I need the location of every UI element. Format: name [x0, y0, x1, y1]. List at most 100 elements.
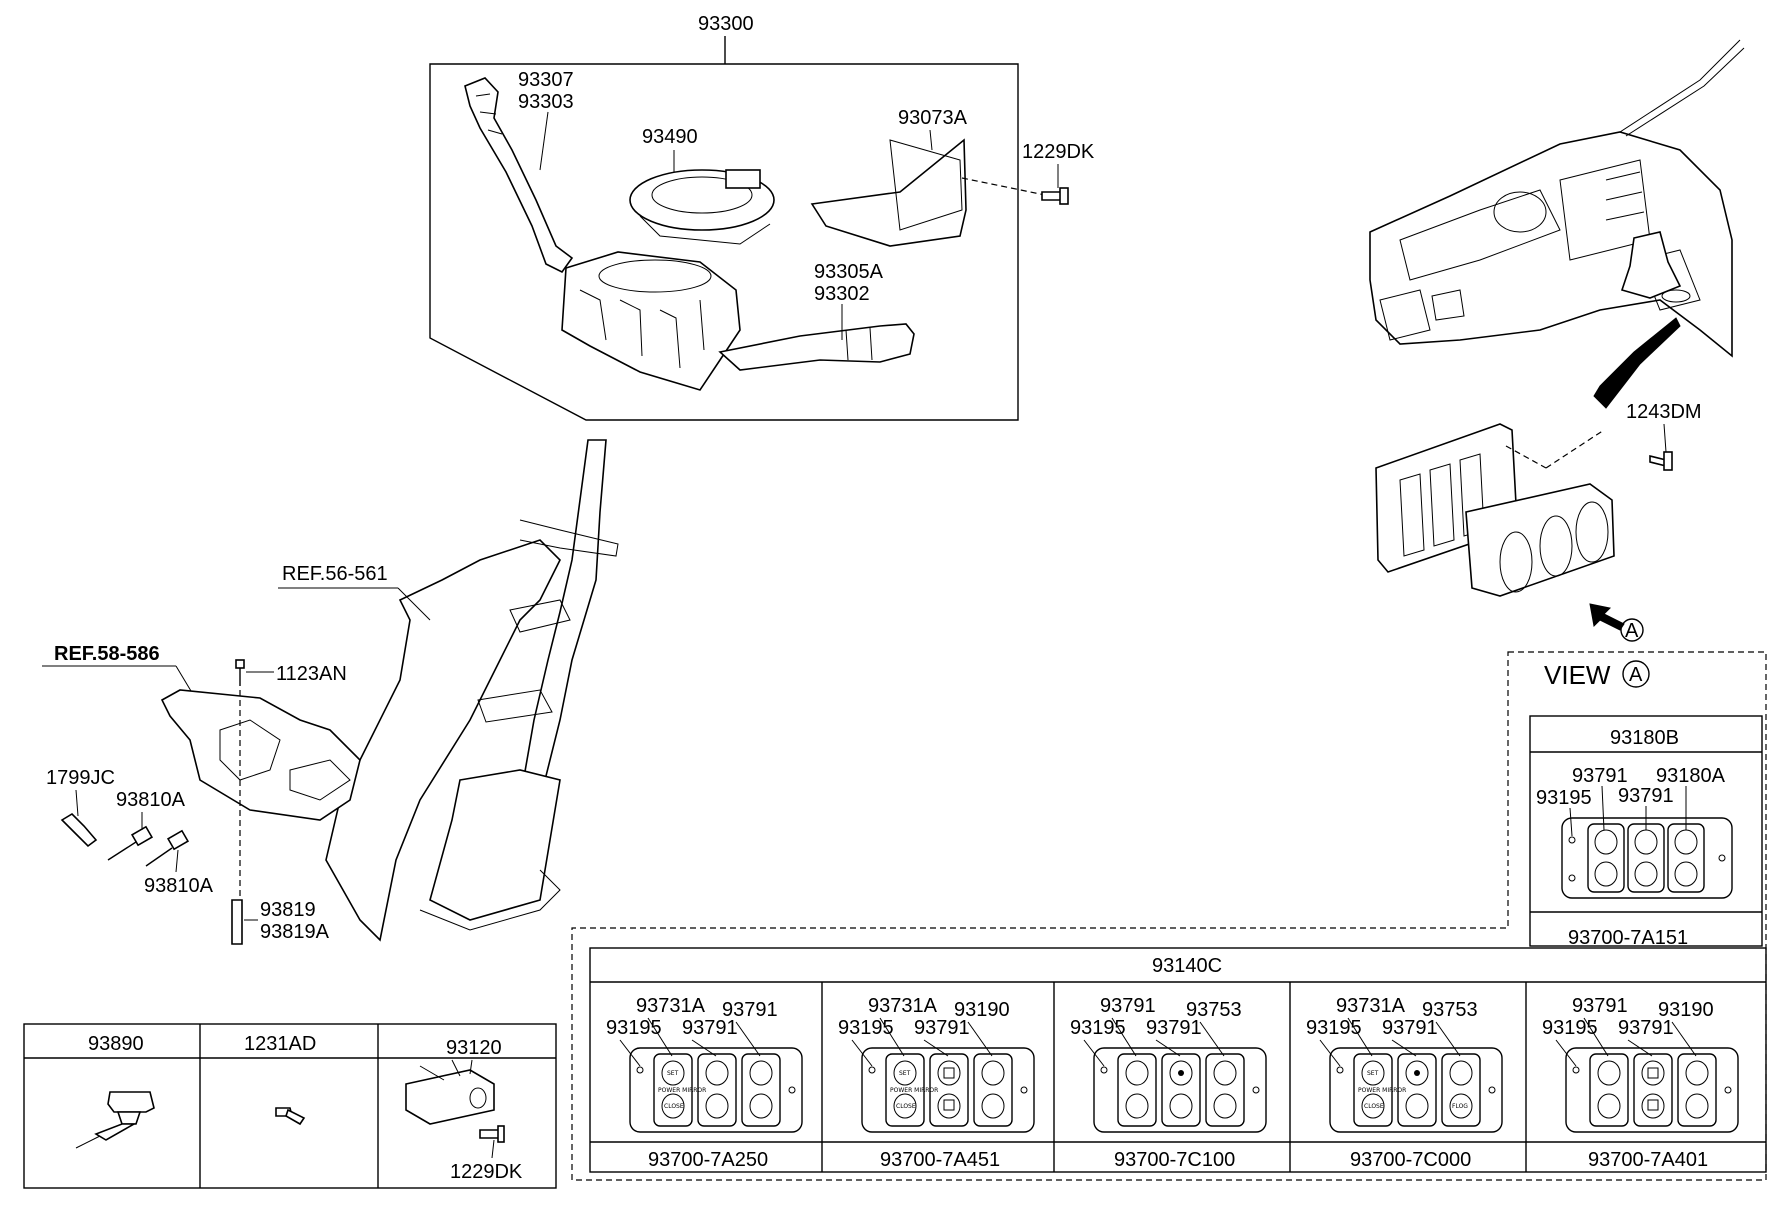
brake-switch-group: REF.58-586 1123AN 1799JC 93810A 93810A: [42, 643, 361, 945]
variant-2-footer: 93700-7A451: [880, 1149, 1000, 1171]
screw-1229DK-top: [1041, 187, 1069, 205]
variant-2-callout-4: 93190: [954, 999, 1010, 1021]
label-93819A: 93819A: [260, 921, 330, 943]
view-arrow: [1593, 317, 1681, 409]
label-93305A: 93305A: [814, 261, 884, 283]
variant-4-button-1: SET POWER MIRROR CLOSE: [1353, 1053, 1406, 1127]
table-extra-1229DK: 1229DK: [450, 1161, 523, 1183]
label-93307: 93307: [518, 69, 574, 91]
table-col-93890: 93890: [88, 1033, 144, 1055]
variant-3-button-3: [1205, 1053, 1245, 1127]
variant-4-callout-3: 93195: [1306, 1017, 1362, 1039]
callout-a-circle: [1620, 618, 1644, 642]
variant-5-button-3: [1677, 1053, 1717, 1127]
variant-1-panel: [629, 1047, 803, 1133]
fog-label: FLOG: [1452, 1103, 1468, 1110]
label-1243DM: 1243DM: [1626, 401, 1702, 423]
variant-2-callout-2: 93791: [914, 1017, 970, 1039]
label-93303: 93303: [518, 91, 574, 113]
box-93180B-footer: 93700-7A151: [1568, 927, 1688, 949]
view-a-title: VIEW: [1544, 660, 1611, 690]
switch-body-part: [561, 251, 741, 391]
variant-1-button-3: [741, 1053, 781, 1127]
set-label: SET: [1367, 1070, 1379, 1077]
variant-5-callout-4: 93190: [1658, 999, 1714, 1021]
button-93180B-2: [1627, 823, 1665, 893]
variant-5-button-1: [1589, 1053, 1629, 1127]
label-93819: 93819: [260, 899, 316, 921]
table-col-1231AD: 1231AD: [244, 1033, 316, 1055]
label-93810A-1: 93810A: [116, 789, 186, 811]
variant-4-footer: 93700-7C000: [1350, 1149, 1471, 1171]
close-label: CLOSE: [896, 1103, 916, 1110]
label-93810A-2: 93810A: [144, 875, 214, 897]
box-93180B-callout-3: 93180A: [1656, 765, 1726, 787]
switch-93120: [405, 1059, 505, 1143]
set-label: SET: [667, 1070, 679, 1077]
variant-2-button-3: [973, 1053, 1013, 1127]
table-col-93120: 93120: [446, 1037, 502, 1059]
variant-5-callout-1: 93791: [1572, 995, 1628, 1017]
label-ref56: REF.56-561: [282, 563, 388, 585]
assembly-outline-93300: [429, 63, 1019, 421]
box-93180B: 93180B 93700-7A151 93791 93791 93180A 93…: [1529, 715, 1763, 949]
variant-3-button-2: [1161, 1053, 1201, 1127]
variant-1-callout-2: 93791: [682, 1017, 738, 1039]
box-93180B-callout-1: 93791: [1572, 765, 1628, 787]
label-93300: 93300: [698, 13, 754, 35]
variant-4-panel: [1329, 1047, 1503, 1133]
combination-switch-group: 93300 93307 93303 93490 93073A: [429, 13, 1095, 421]
view-a-frame: [571, 651, 1767, 1181]
variant-3-callout-2: 93791: [1146, 1017, 1202, 1039]
steering-shaft-part: [519, 439, 607, 801]
box-93140C-header: 93140C: [1152, 955, 1222, 977]
pedal-bracket-part: [160, 689, 361, 821]
label-93302: 93302: [814, 283, 870, 305]
stop-lamp-switch-2: [145, 829, 190, 867]
wiper-lever-part: [464, 77, 574, 274]
label-1123AN: 1123AN: [276, 663, 347, 685]
dashboard-panel: [1369, 131, 1733, 358]
steering-column-group: [325, 439, 619, 942]
variant-1-callout-3: 93195: [606, 1017, 662, 1039]
variant-5-button-2: [1633, 1053, 1673, 1127]
variant-4-callout-2: 93791: [1382, 1017, 1438, 1039]
variant-2-callout-3: 93195: [838, 1017, 894, 1039]
close-label: CLOSE: [1364, 1103, 1384, 1110]
variant-2-button-2: [929, 1053, 969, 1127]
box-93180B-callout-4: 93195: [1536, 787, 1592, 809]
button-93180B-3: [1667, 823, 1705, 893]
box-93180B-header: 93180B: [1610, 727, 1679, 749]
label-ref58: REF.58-586: [54, 643, 160, 665]
set-label: SET: [899, 1070, 911, 1077]
variant-3-callout-3: 93195: [1070, 1017, 1126, 1039]
variant-3-callout-1: 93791: [1100, 995, 1156, 1017]
variant-3-callout-4: 93753: [1186, 999, 1242, 1021]
column-bracket-part: [325, 539, 561, 942]
view-a-circle: [1622, 660, 1650, 688]
variant-5-footer: 93700-7A401: [1588, 1149, 1708, 1171]
mirror-label: POWER MIRROR: [1358, 1087, 1406, 1094]
variant-1-callout-1: 93731A: [636, 995, 706, 1017]
view-a-circle-text: A: [1629, 664, 1643, 686]
variant-5-callout-2: 93791: [1618, 1017, 1674, 1039]
mirror-label: POWER MIRROR: [658, 1087, 706, 1094]
clip-1799JC: [60, 812, 98, 848]
variant-3-panel: [1093, 1047, 1267, 1133]
mirror-label: POWER MIRROR: [890, 1087, 938, 1094]
screw-1243DM: [1649, 451, 1673, 471]
variant-1-callout-4: 93791: [722, 999, 778, 1021]
sender-93890: [75, 1091, 155, 1149]
variant-1-footer: 93700-7A250: [648, 1149, 768, 1171]
switch-panel-93180B: [1561, 817, 1733, 899]
button-93180B-1: [1587, 823, 1625, 893]
variant-4-callout-4: 93753: [1422, 999, 1478, 1021]
variant-4-callout-1: 93731A: [1336, 995, 1406, 1017]
light-lever-part: [718, 323, 915, 371]
